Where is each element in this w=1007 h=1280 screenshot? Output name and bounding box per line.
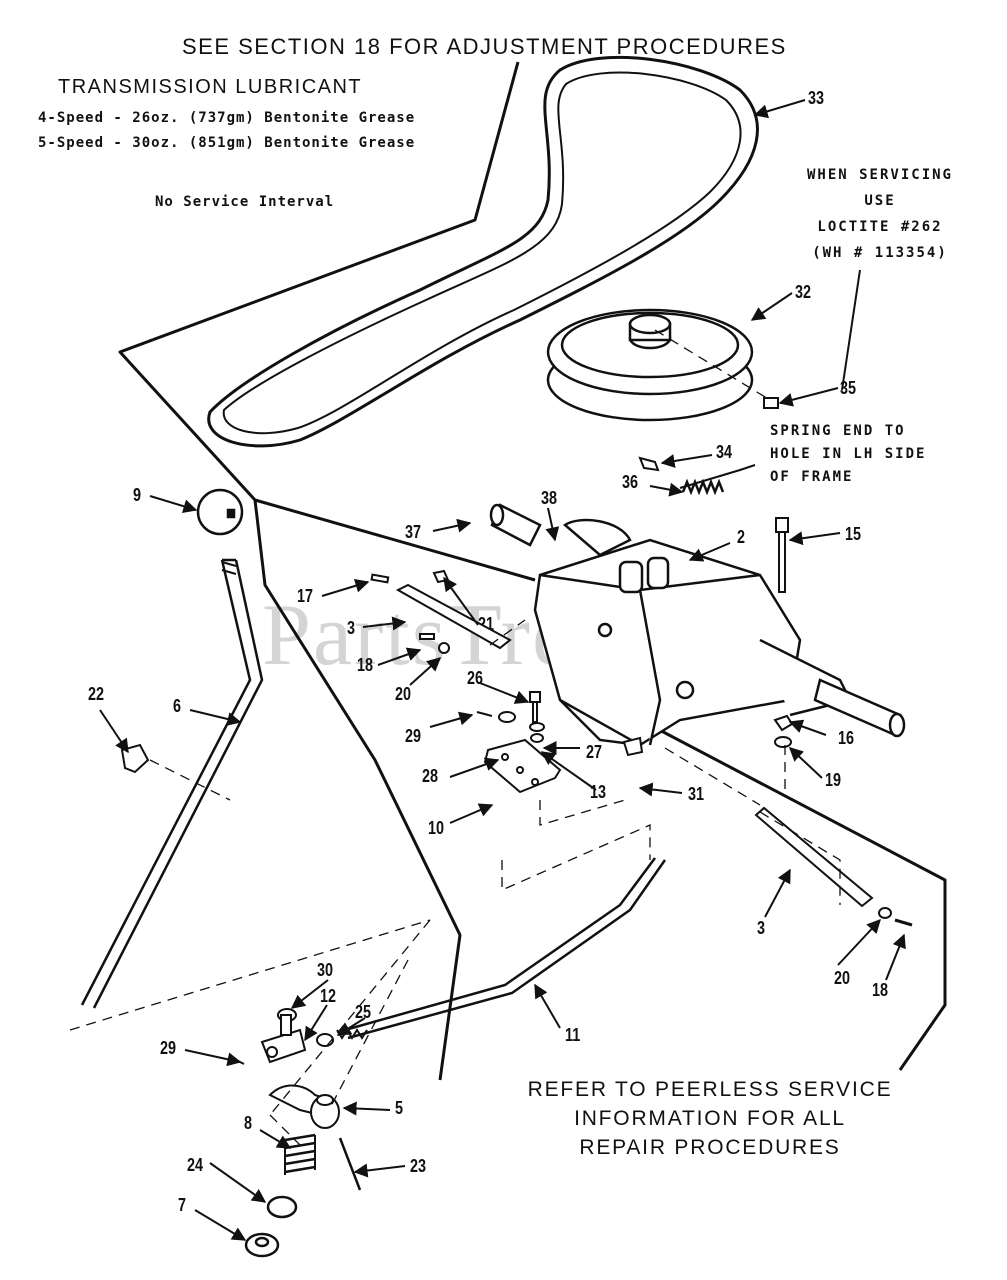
bolt-35 (763, 397, 779, 409)
callout-37: 37 (405, 522, 422, 542)
callout-25: 25 (355, 1002, 372, 1022)
callout-23: 23 (410, 1156, 427, 1176)
axle-shaft (813, 678, 906, 738)
callout-26: 26 (467, 668, 484, 688)
input-shaft (489, 503, 632, 557)
callout-3-upper: 3 (347, 618, 356, 638)
callout-9: 9 (133, 485, 142, 505)
refer-note-line: REPAIR PROCEDURES (579, 1136, 841, 1159)
callout-18-lower: 18 (872, 980, 889, 1000)
leader-lines (99, 99, 906, 1241)
callout-27: 27 (586, 742, 603, 762)
alignment-lines (69, 329, 841, 1146)
rod-11 (344, 857, 667, 1040)
callout-10: 10 (428, 818, 445, 838)
lubricant-4-speed: 4-Speed - 26oz. (737gm) Bentonite Grease (38, 110, 416, 126)
callout-28: 28 (422, 766, 439, 786)
spring-36 (679, 464, 756, 496)
drive-belt (207, 55, 759, 448)
callout-6: 6 (173, 696, 182, 716)
callout-29-lower: 29 (160, 1038, 177, 1058)
callout-36: 36 (622, 472, 639, 492)
knob-7 (244, 1232, 280, 1258)
loctite-note-line: LOCTITE #262 (817, 219, 943, 235)
callout-33: 33 (808, 88, 825, 108)
callout-32: 32 (795, 282, 812, 302)
service-interval: No Service Interval (155, 194, 335, 210)
clevis-12 (260, 1028, 334, 1064)
loctite-note-line: USE (864, 193, 896, 209)
shift-knob (196, 488, 244, 536)
callout-20-lower: 20 (834, 968, 851, 988)
loctite-note: WHEN SERVICING USE LOCTITE #262 (WH # 11… (775, 162, 985, 266)
callout-11: 11 (565, 1025, 581, 1045)
bellcrank-5 (268, 1084, 340, 1129)
bolt-15 (775, 517, 789, 593)
callout-15: 15 (845, 524, 862, 544)
loctite-note-line: (WH # 113354) (812, 245, 948, 261)
callout-2: 2 (737, 527, 746, 547)
clip-31 (622, 736, 644, 757)
spring-note-line: SPRING END TO (770, 423, 906, 439)
lubricant-5-speed: 5-Speed - 30oz. (851gm) Bentonite Grease (38, 135, 416, 151)
boundary-line-upper (118, 61, 536, 582)
callout-29-upper: 29 (405, 726, 422, 746)
refer-note-line: INFORMATION FOR ALL (574, 1107, 846, 1130)
callout-18-upper: 18 (357, 655, 374, 675)
rod-3-upper (370, 569, 512, 654)
spring-note-line: OF FRAME (770, 469, 854, 485)
callout-24: 24 (187, 1155, 204, 1175)
callout-31: 31 (688, 784, 705, 804)
callout-22: 22 (88, 684, 105, 704)
adjustment-note: SEE SECTION 18 FOR ADJUSTMENT PROCEDURES (182, 34, 787, 59)
callout-7: 7 (178, 1195, 187, 1215)
key-34 (638, 456, 660, 472)
fasteners-26-27-28 (476, 691, 545, 743)
washer-24 (266, 1195, 298, 1219)
nut-16 (773, 714, 794, 732)
callout-13: 13 (590, 782, 607, 802)
callout-38: 38 (541, 488, 558, 508)
boundary-line-left (253, 499, 462, 1081)
callout-20-upper: 20 (395, 684, 412, 704)
lubricant-title: TRANSMISSION LUBRICANT (58, 76, 363, 98)
refer-note: REFER TO PEERLESS SERVICE INFORMATION FO… (500, 1075, 920, 1162)
spring-8 (284, 1133, 316, 1175)
callout-5: 5 (395, 1098, 404, 1118)
callout-19: 19 (825, 770, 842, 790)
washer-19 (774, 736, 792, 748)
callout-30: 30 (317, 960, 334, 980)
shift-lever (80, 558, 264, 1009)
callout-8: 8 (244, 1113, 253, 1133)
pin-30 (277, 1008, 297, 1036)
transmission-pulley (546, 308, 754, 422)
callout-17: 17 (297, 586, 314, 606)
transmission-case (533, 538, 852, 747)
callout-12: 12 (320, 986, 337, 1006)
refer-note-line: REFER TO PEERLESS SERVICE (527, 1078, 893, 1101)
spring-note-line: HOLE IN LH SIDE (770, 446, 927, 462)
pin-23 (338, 1137, 362, 1191)
boundary-line-right (649, 723, 947, 1071)
loctite-note-line: WHEN SERVICING (806, 167, 953, 183)
callout-34: 34 (716, 442, 733, 462)
callout-16: 16 (838, 728, 855, 748)
rod-3-lower (754, 806, 913, 927)
callout-3-lower: 3 (757, 918, 766, 938)
spring-note: SPRING END TO HOLE IN LH SIDE OF FRAME (770, 420, 978, 489)
